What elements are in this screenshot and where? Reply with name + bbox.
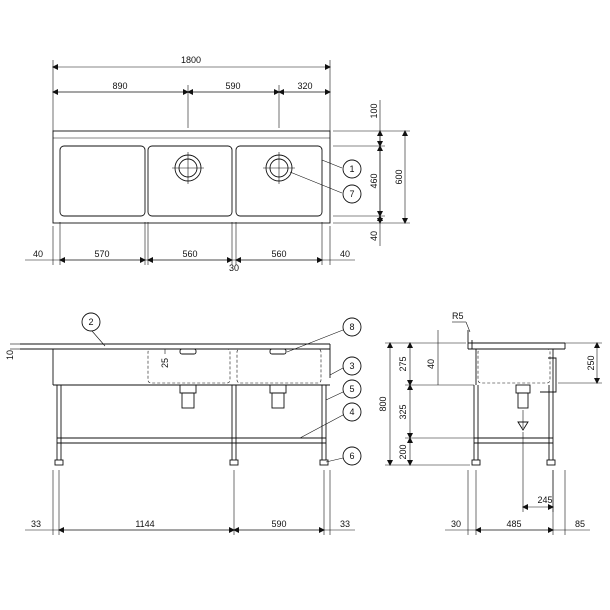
dim-600: 600	[394, 169, 404, 184]
callout-4-label: 4	[349, 407, 354, 417]
sink-bowl-left	[147, 145, 233, 217]
callout-7	[342, 184, 362, 204]
dim-30: 30	[229, 263, 239, 273]
dim-30-side: 30	[451, 519, 461, 529]
front-bowl-right	[236, 348, 322, 384]
callout-1	[342, 159, 362, 179]
dim-325: 325	[398, 404, 408, 419]
dim-200: 200	[398, 444, 408, 459]
dim-245: 245	[537, 495, 552, 505]
callout-1-label: 1	[349, 164, 354, 174]
callout-4	[342, 402, 362, 422]
dim-560-b: 560	[271, 249, 286, 259]
side-view: R5 800 275 325 200 40 250 245 30	[378, 311, 602, 535]
dim-100: 100	[369, 103, 379, 118]
dim-25: 25	[160, 358, 170, 368]
front-drain-left	[179, 384, 197, 409]
drain-right-icon	[263, 152, 295, 184]
front-drain-right	[269, 384, 287, 409]
callout-5	[342, 379, 362, 399]
dim-570: 570	[94, 249, 109, 259]
callout-8	[342, 317, 362, 337]
callout-2	[81, 312, 101, 332]
dim-40-left: 40	[33, 249, 43, 259]
dim-250: 250	[586, 355, 596, 370]
callout-8-label: 8	[349, 322, 354, 332]
callout-6-label: 6	[349, 451, 354, 461]
dim-320: 320	[297, 81, 312, 91]
callout-6	[342, 446, 362, 466]
callout-3	[342, 356, 362, 376]
dim-590: 590	[225, 81, 240, 91]
top-outline	[52, 130, 331, 224]
top-view: 1800 890 590 320 100 460 40 600	[25, 55, 410, 273]
dim-890: 890	[112, 81, 127, 91]
dim-1800: 1800	[181, 55, 201, 65]
dim-560-a: 560	[182, 249, 197, 259]
dim-40-right: 40	[369, 231, 379, 241]
dim-800: 800	[378, 396, 388, 411]
callout-7-label: 7	[349, 189, 354, 199]
dim-275: 275	[398, 356, 408, 371]
dim-590-front: 590	[271, 519, 286, 529]
dim-1144: 1144	[135, 519, 154, 529]
dim-485: 485	[506, 519, 521, 529]
dim-33-left: 33	[31, 519, 41, 529]
front-view: 10 25 2 8 3 5 4 6 33 1144 590	[5, 312, 362, 535]
dim-10: 10	[5, 350, 15, 360]
callout-5-label: 5	[349, 384, 354, 394]
dim-33-right: 33	[340, 519, 350, 529]
side-bowl	[477, 348, 551, 384]
drain-left-icon	[172, 152, 204, 184]
dim-460: 460	[369, 173, 379, 188]
callout-2-label: 2	[88, 317, 93, 327]
dim-40-side: 40	[426, 359, 436, 369]
drainboard	[59, 145, 146, 217]
sink-bowl-right	[235, 145, 323, 217]
dim-85: 85	[575, 519, 585, 529]
dim-40-right-bottom: 40	[340, 249, 350, 259]
dim-r5: R5	[452, 311, 464, 321]
callout-3-label: 3	[349, 361, 354, 371]
